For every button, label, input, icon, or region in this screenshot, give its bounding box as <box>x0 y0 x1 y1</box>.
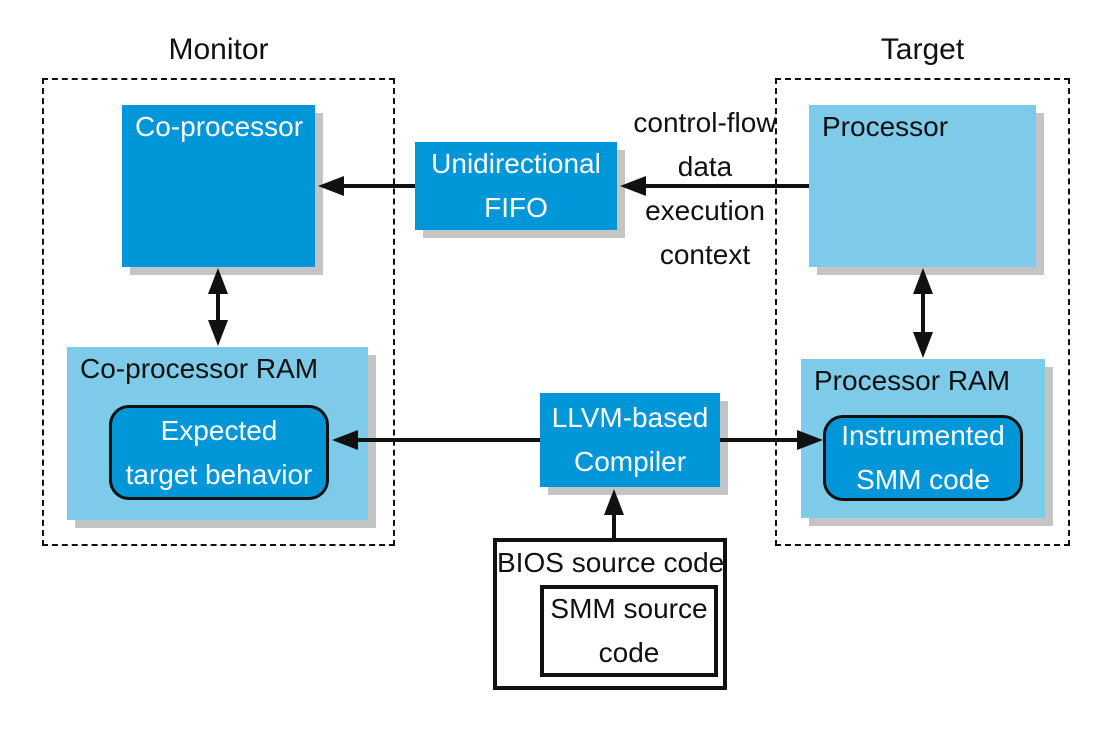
expected-target-behavior-box: Expected target behavior <box>109 405 329 500</box>
monitor-group-box <box>42 78 395 546</box>
instrumented-line-2: SMM code <box>856 464 990 495</box>
compiler-line-2: Compiler <box>573 446 687 477</box>
flow-label-execution: execution <box>645 195 765 226</box>
fifo-line-2: FIFO <box>484 192 548 223</box>
arrow-bios-to-compiler <box>604 489 624 538</box>
processor-label: Processor <box>822 111 949 142</box>
flow-label-data: data <box>677 151 733 182</box>
expected-line-2: target behavior <box>125 458 313 490</box>
flow-data-labels: control-flow data execution context <box>605 101 805 277</box>
smm-source-code-box: SMM source code <box>540 585 718 677</box>
instrumented-smm-code-box: Instrumented SMM code <box>823 415 1023 501</box>
processor-box: Processor <box>809 105 1036 267</box>
target-group-label: Target <box>880 33 965 66</box>
co-processor-box: Co-processor <box>122 105 315 267</box>
processor-ram-label: Processor RAM <box>814 365 1011 396</box>
fifo-line-1: Unidirectional <box>431 148 601 179</box>
target-group-box <box>775 78 1070 546</box>
llvm-compiler-box: LLVM-based Compiler <box>540 393 720 487</box>
flow-label-control-flow: control-flow <box>633 107 777 138</box>
monitor-group-label: Monitor <box>168 33 269 66</box>
unidirectional-fifo-box: Unidirectional FIFO <box>415 142 617 230</box>
bios-source-code-label: BIOS source code <box>497 547 725 578</box>
smm-line-2: code <box>598 637 660 668</box>
compiler-line-1: LLVM-based <box>551 402 709 433</box>
instrumented-line-1: Instrumented <box>841 420 1005 451</box>
co-processor-ram-label: Co-processor RAM <box>80 353 319 384</box>
co-processor-label: Co-processor <box>135 111 304 142</box>
smm-line-1: SMM source <box>550 593 708 624</box>
expected-line-1: Expected <box>160 414 278 446</box>
flow-label-context: context <box>659 239 751 270</box>
